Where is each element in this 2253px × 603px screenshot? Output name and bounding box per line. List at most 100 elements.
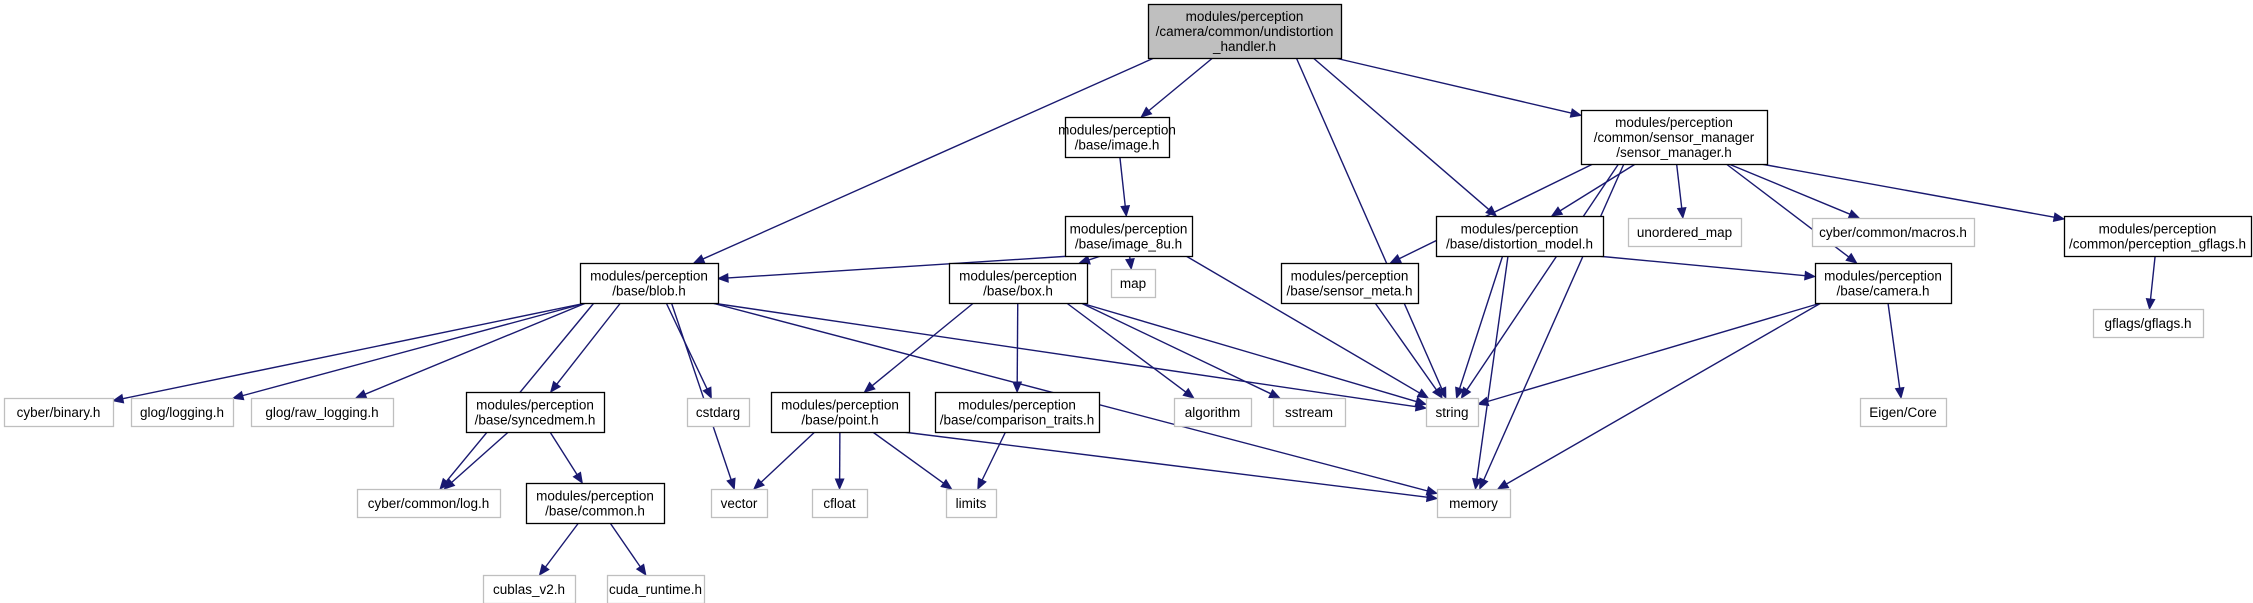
edge-line: [1483, 163, 1625, 481]
node-label-line: _handler.h: [1212, 39, 1276, 54]
arrowhead-icon: [443, 478, 456, 490]
node-sstream[interactable]: sstream: [1272, 397, 1347, 428]
node-label-line: modules/perception: [1461, 222, 1579, 237]
edge-point-to-memory: [902, 431, 1439, 503]
edge-line: [1506, 302, 1822, 485]
node-common[interactable]: modules/perception/base/common.h: [525, 482, 666, 525]
edge-undistortion-handler-to-distortion-model: [1312, 57, 1498, 217]
node-image[interactable]: modules/perception/base/image.h: [1058, 116, 1176, 159]
arrowhead-icon: [834, 478, 845, 491]
node-macros[interactable]: cyber/common/macros.h: [1811, 217, 1976, 248]
node-cublas[interactable]: cublas_v2.h: [482, 574, 577, 603]
node-undistortion-handler[interactable]: modules/perception/camera/common/undisto…: [1147, 3, 1343, 60]
edge-line: [451, 431, 509, 483]
node-raw-logging[interactable]: glog/raw_logging.h: [250, 397, 395, 428]
edge-line: [981, 431, 1007, 481]
node-sensor-manager[interactable]: modules/perception/common/sensor_manager…: [1580, 109, 1769, 166]
edge-sensor-manager-to-unordered-map: [1675, 163, 1687, 220]
node-cfloat[interactable]: cfloat: [811, 488, 869, 519]
arrowhead-icon: [2145, 298, 2156, 311]
edge-line: [544, 522, 580, 568]
node-comparison-traits[interactable]: modules/perception/base/comparison_trait…: [934, 391, 1101, 434]
edge-line: [1295, 57, 1443, 390]
edge-perception-gflags-to-gflags: [2145, 255, 2156, 311]
edge-line: [1119, 156, 1126, 207]
node-label-line: /base/box.h: [983, 284, 1053, 299]
node-label-line: cublas_v2.h: [493, 582, 565, 597]
node-box[interactable]: modules/perception/base/box.h: [948, 262, 1089, 305]
arrowhead-icon: [549, 380, 562, 394]
node-box: [1811, 217, 1976, 248]
node-box: [3, 397, 115, 428]
node-log[interactable]: cyber/common/log.h: [356, 488, 502, 519]
arrowhead-icon: [1425, 485, 1439, 496]
edge-blob-to-raw-logging: [354, 302, 587, 399]
edge-line: [609, 522, 641, 568]
arrowhead-icon: [752, 478, 765, 490]
node-box: [130, 397, 235, 428]
arrowhead-icon: [863, 381, 876, 393]
node-unordered-map[interactable]: unordered_map: [1627, 217, 1743, 248]
node-box: [250, 397, 395, 428]
arrowhead-icon: [2052, 212, 2066, 223]
node-camera[interactable]: modules/perception/base/camera.h: [1814, 262, 1953, 305]
edge-box-to-comparison-traits: [1012, 302, 1023, 394]
node-label-line: modules/perception: [1070, 222, 1188, 237]
node-point[interactable]: modules/perception/base/point.h: [770, 391, 911, 434]
node-distortion-model[interactable]: modules/perception/base/distortion_model…: [1435, 215, 1605, 258]
node-blob[interactable]: modules/perception/base/blob.h: [579, 262, 720, 305]
node-perception-gflags[interactable]: modules/perception/common/perception_gfl…: [2063, 215, 2253, 258]
edge-line: [2149, 255, 2156, 300]
node-syncedmem[interactable]: modules/perception/base/syncedmem.h: [465, 391, 606, 434]
node-label-line: string: [1435, 405, 1468, 420]
node-eigen-core[interactable]: Eigen/Core: [1859, 397, 1948, 428]
node-box: [945, 488, 998, 519]
node-label-line: memory: [1449, 496, 1498, 511]
edge-line: [122, 302, 587, 400]
node-box: [1435, 215, 1605, 258]
node-label-line: /base/distortion_model.h: [1446, 237, 1593, 252]
node-label-line: /base/image_8u.h: [1075, 237, 1182, 252]
edge-sensor-meta-to-string: [1374, 302, 1443, 400]
node-box: [356, 488, 502, 519]
arrowhead-icon: [111, 393, 125, 404]
node-label-line: modules/perception: [536, 489, 654, 504]
edge-blob-to-binary: [111, 302, 587, 404]
node-gflags[interactable]: gflags/gflags.h: [2092, 308, 2205, 339]
edge-camera-to-string: [1476, 302, 1822, 407]
node-sensor-meta[interactable]: modules/perception/base/sensor_meta.h: [1280, 262, 1420, 305]
node-logging[interactable]: glog/logging.h: [130, 397, 235, 428]
node-image-8u[interactable]: modules/perception/base/image_8u.h: [1064, 215, 1194, 258]
edge-line: [242, 302, 587, 397]
edge-camera-to-eigen-core: [1887, 302, 1905, 400]
edge-distortion-model-to-memory: [1472, 255, 1509, 491]
edge-undistortion-handler-to-image: [1140, 57, 1214, 118]
node-limits[interactable]: limits: [945, 488, 998, 519]
arrowhead-icon: [1125, 257, 1135, 271]
node-label-line: cyber/common/log.h: [368, 496, 490, 511]
edge-line: [1148, 57, 1214, 112]
node-cstdarg[interactable]: cstdarg: [686, 397, 751, 428]
node-binary[interactable]: cyber/binary.h: [3, 397, 115, 428]
node-box: [525, 482, 666, 525]
node-vector[interactable]: vector: [710, 488, 769, 519]
node-label-line: glog/raw_logging.h: [265, 405, 378, 420]
node-label-line: /base/image.h: [1075, 138, 1160, 153]
edge-line: [1728, 163, 1851, 215]
node-memory[interactable]: memory: [1436, 488, 1512, 519]
edge-line: [760, 431, 816, 483]
node-label-line: cuda_runtime.h: [609, 582, 702, 597]
arrowhead-icon: [1268, 389, 1281, 399]
node-string[interactable]: string: [1425, 397, 1480, 428]
edge-line: [1596, 255, 1806, 277]
node-algorithm[interactable]: algorithm: [1173, 397, 1253, 428]
arrowhead-icon: [1425, 492, 1439, 503]
arrowhead-icon: [977, 477, 987, 491]
node-box: [579, 262, 720, 305]
node-label-line: modules/perception: [781, 398, 899, 413]
edge-line: [702, 57, 1155, 260]
node-cuda-runtime[interactable]: cuda_runtime.h: [606, 574, 706, 603]
arrowhead-icon: [1012, 381, 1023, 394]
node-map[interactable]: map: [1110, 268, 1157, 299]
